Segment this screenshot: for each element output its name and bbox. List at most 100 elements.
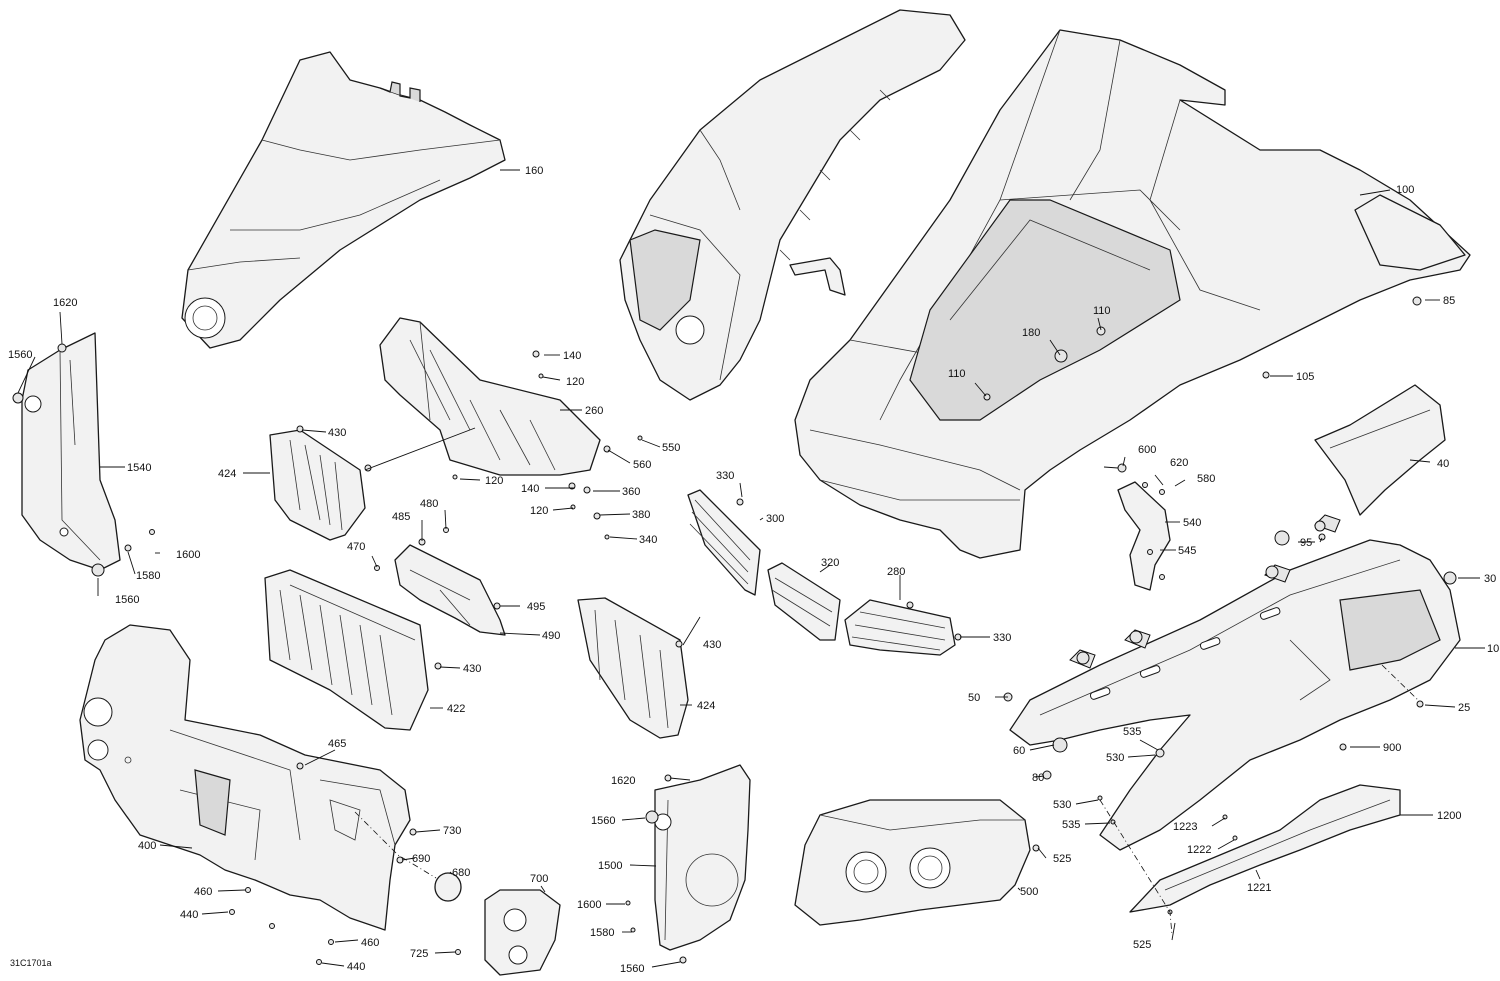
callout-500: 500 [1020, 886, 1038, 898]
callout-485: 485 [392, 511, 410, 523]
callout-85: 85 [1443, 295, 1455, 307]
callout-360: 360 [622, 486, 640, 498]
callout-495: 495 [527, 601, 545, 613]
part-1200-lower-rail [1129, 784, 1401, 913]
callout-320: 320 [821, 557, 839, 569]
part-424-right-bracket [577, 597, 689, 739]
callout-424-right: 424 [697, 700, 715, 712]
callout-470: 470 [347, 541, 365, 553]
callout-60: 60 [1013, 745, 1025, 757]
callout-530-lower: 530 [1053, 799, 1071, 811]
callout-25: 25 [1458, 702, 1470, 714]
part-280-grille [844, 599, 956, 656]
callout-535-lower: 535 [1062, 819, 1080, 831]
callout-280: 280 [887, 566, 905, 578]
part-680-cap [434, 872, 462, 902]
callout-1580-lower: 1580 [590, 927, 614, 939]
callout-140-upper: 140 [563, 350, 581, 362]
callout-300: 300 [766, 513, 784, 525]
callout-440-upper: 440 [180, 909, 198, 921]
part-160-front-fascia [181, 51, 506, 349]
callout-690: 690 [412, 853, 430, 865]
callout-1500: 1500 [598, 860, 622, 872]
callout-700: 700 [530, 873, 548, 885]
callout-1560-mid: 1560 [591, 815, 615, 827]
callout-400: 400 [138, 840, 156, 852]
callout-540: 540 [1183, 517, 1201, 529]
callout-725: 725 [410, 948, 428, 960]
callout-460-upper: 460 [194, 886, 212, 898]
callout-110-lower: 110 [948, 368, 966, 380]
callout-680: 680 [452, 867, 470, 879]
callout-490: 490 [542, 630, 560, 642]
callout-430-right: 430 [703, 639, 721, 651]
callout-100: 100 [1396, 184, 1414, 196]
callout-545: 545 [1178, 545, 1196, 557]
callout-10: 10 [1487, 643, 1499, 655]
callout-1200: 1200 [1437, 810, 1461, 822]
callout-1620-upper: 1620 [53, 297, 77, 309]
callout-120-upper: 120 [566, 376, 584, 388]
part-1500-side-panel [654, 764, 751, 951]
callout-110-upper: 110 [1093, 305, 1111, 317]
callout-180: 180 [1022, 327, 1040, 339]
callout-380: 380 [632, 509, 650, 521]
side-fender-panel [619, 9, 966, 401]
part-490-bracket [394, 544, 506, 636]
callout-1600-lower: 1600 [577, 899, 601, 911]
part-400-front-lower-bumper [79, 624, 411, 931]
callout-105: 105 [1296, 371, 1314, 383]
callout-620: 620 [1170, 457, 1188, 469]
part-300-grille [687, 489, 761, 596]
callout-1560-upper: 1560 [8, 349, 32, 361]
callout-40: 40 [1437, 458, 1449, 470]
callout-480: 480 [420, 498, 438, 510]
leader-lines [17, 169, 1485, 968]
callout-1560-lower-left: 1560 [115, 594, 139, 606]
callout-1221: 1221 [1247, 882, 1271, 894]
reference-code: 31C1701a [10, 958, 52, 968]
callout-1580-upper: 1580 [136, 570, 160, 582]
callout-525-right-lower: 525 [1133, 939, 1151, 951]
callout-422: 422 [447, 703, 465, 715]
part-100-main-body [794, 29, 1471, 559]
callout-1223: 1223 [1173, 821, 1197, 833]
callout-560: 560 [633, 459, 651, 471]
callout-535-upper: 535 [1123, 726, 1141, 738]
callout-900: 900 [1383, 742, 1401, 754]
callout-120-lower: 120 [530, 505, 548, 517]
part-320-grille [767, 562, 841, 641]
callout-140-lower: 140 [521, 483, 539, 495]
callout-95: 95 [1300, 537, 1312, 549]
callout-460-lower: 460 [361, 937, 379, 949]
part-500-headlight-housing [794, 799, 1031, 926]
callout-120-mid: 120 [485, 475, 503, 487]
part-424-left-bracket [269, 429, 366, 541]
callout-1540: 1540 [127, 462, 151, 474]
callout-430-upper: 430 [328, 427, 346, 439]
callout-340: 340 [639, 534, 657, 546]
callout-550: 550 [662, 442, 680, 454]
callout-530-upper: 530 [1106, 752, 1124, 764]
callout-80: 80 [1032, 772, 1044, 784]
callout-330-left: 330 [716, 470, 734, 482]
callout-labels: 160 100 85 105 110 180 110 40 600 620 58… [8, 165, 1499, 975]
callout-430-mid: 430 [463, 663, 481, 675]
callout-50: 50 [968, 692, 980, 704]
callout-1620-lower: 1620 [611, 775, 635, 787]
callout-730: 730 [443, 825, 461, 837]
part-422-grille-frame [264, 569, 429, 731]
part-700-light-housing [484, 889, 561, 976]
callout-465: 465 [328, 738, 346, 750]
callout-1222: 1222 [1187, 844, 1211, 856]
callout-424-left: 424 [218, 468, 236, 480]
callout-160: 160 [525, 165, 543, 177]
callout-1600-upper: 1600 [176, 549, 200, 561]
callout-260: 260 [585, 405, 603, 417]
part-540-bracket [1117, 481, 1171, 591]
callout-440-lower: 440 [347, 961, 365, 973]
callout-330-right: 330 [993, 632, 1011, 644]
part-40-trim-panel [1314, 384, 1446, 516]
callout-600: 600 [1138, 444, 1156, 456]
